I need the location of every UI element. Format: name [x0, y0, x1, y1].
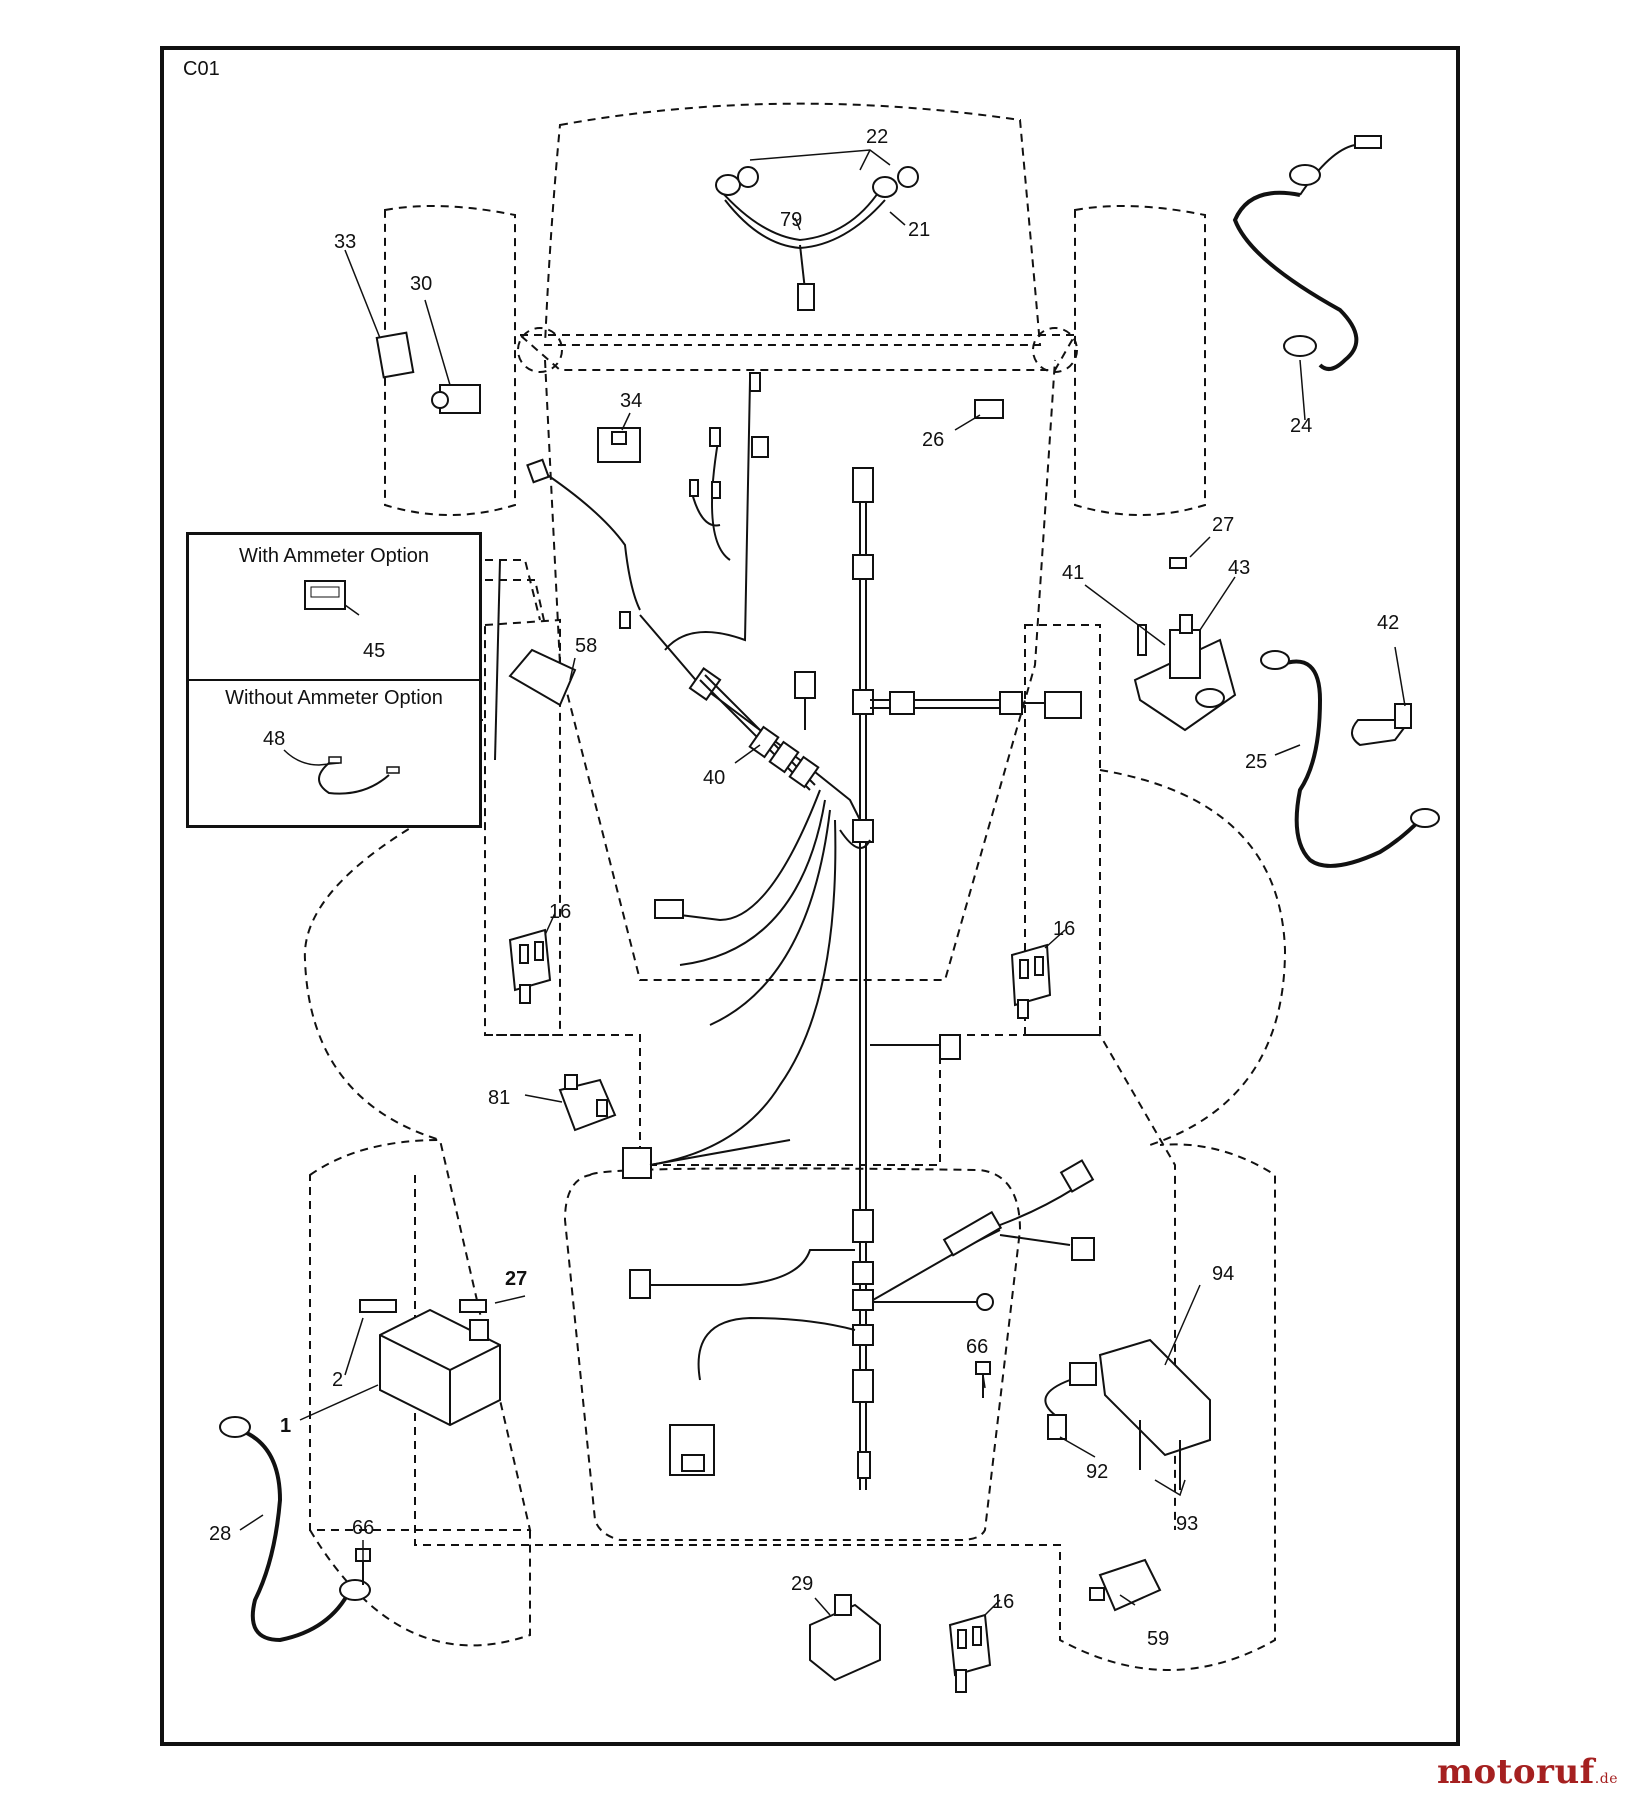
label-34: 34	[620, 390, 642, 412]
terminal-boot	[1351, 703, 1412, 747]
label-16: 16	[549, 901, 571, 923]
label-81: 81	[488, 1087, 510, 1109]
label-2: 2	[332, 1369, 343, 1391]
leader-lines	[239, 149, 1406, 1616]
interlock-switch-bottom	[948, 1613, 992, 1693]
label-33: 33	[334, 231, 356, 253]
label-21: 21	[908, 219, 930, 241]
relay-81	[558, 1074, 617, 1132]
headlight-harness	[715, 166, 919, 311]
label-66: 66	[352, 1517, 374, 1539]
inset-divider	[189, 679, 479, 681]
ammeter-inset-wires	[494, 559, 501, 761]
main-wire-harness	[526, 372, 1095, 1490]
inset-canvas: 45 48	[263, 580, 400, 795]
battery-cable-25	[1260, 650, 1440, 868]
battery	[359, 1295, 526, 1427]
label-43: 43	[1228, 557, 1250, 579]
label-22: 22	[866, 126, 888, 148]
diagram-code: C01	[183, 58, 220, 80]
label-59: 59	[1147, 1628, 1169, 1650]
label-66: 66	[966, 1336, 988, 1358]
label-93: 93	[1176, 1513, 1198, 1535]
label-79: 79	[780, 209, 802, 231]
battery-cable-28	[219, 1416, 371, 1643]
diagram-frame	[160, 46, 1460, 1746]
battery-cable-24	[1232, 135, 1382, 371]
label-27: 27	[1212, 514, 1234, 536]
label-1: 1	[280, 1415, 291, 1437]
fuse	[974, 399, 1004, 419]
label-28: 28	[209, 1523, 231, 1545]
label-42: 42	[1377, 612, 1399, 634]
label-41: 41	[1062, 562, 1084, 584]
switch-29	[809, 1594, 881, 1682]
label-40: 40	[703, 767, 725, 789]
watermark-suffix: .de	[1594, 1771, 1618, 1787]
watermark-brand: motoruf	[1437, 1752, 1595, 1792]
label-26: 26	[922, 429, 944, 451]
label-92: 92	[1086, 1461, 1108, 1483]
plug-58	[508, 648, 577, 707]
control-module	[1044, 1338, 1211, 1490]
label-16: 16	[1053, 918, 1075, 940]
ammeter-option-inset: With Ammeter Option 45 48 Without Ammete…	[186, 532, 482, 828]
ignition-key-switch	[375, 331, 481, 414]
pto-switch	[597, 427, 641, 463]
label-94: 94	[1212, 1263, 1234, 1285]
starter-solenoid	[1133, 557, 1237, 732]
label-45: 45	[363, 640, 385, 662]
label-24: 24	[1290, 415, 1312, 437]
label-30: 30	[410, 273, 432, 295]
label-48: 48	[263, 728, 285, 750]
without-ammeter-title: Without Ammeter Option	[225, 687, 443, 709]
with-ammeter-title: With Ammeter Option	[238, 545, 430, 567]
label-25: 25	[1245, 751, 1267, 773]
interlock-switch-right	[1010, 943, 1052, 1019]
label-29: 29	[791, 1573, 813, 1595]
label-27: 27	[505, 1268, 527, 1290]
label-58: 58	[575, 635, 597, 657]
tractor-outline	[303, 102, 1287, 1671]
interlock-switch-left	[508, 928, 552, 1004]
part-labels: 22 79 21 33 30 24 34 26 27 41 43 42 58 4…	[209, 126, 1399, 1650]
watermark: motoruf.de	[1437, 1752, 1618, 1792]
part-59	[1089, 1558, 1162, 1612]
label-16: 16	[992, 1591, 1014, 1613]
